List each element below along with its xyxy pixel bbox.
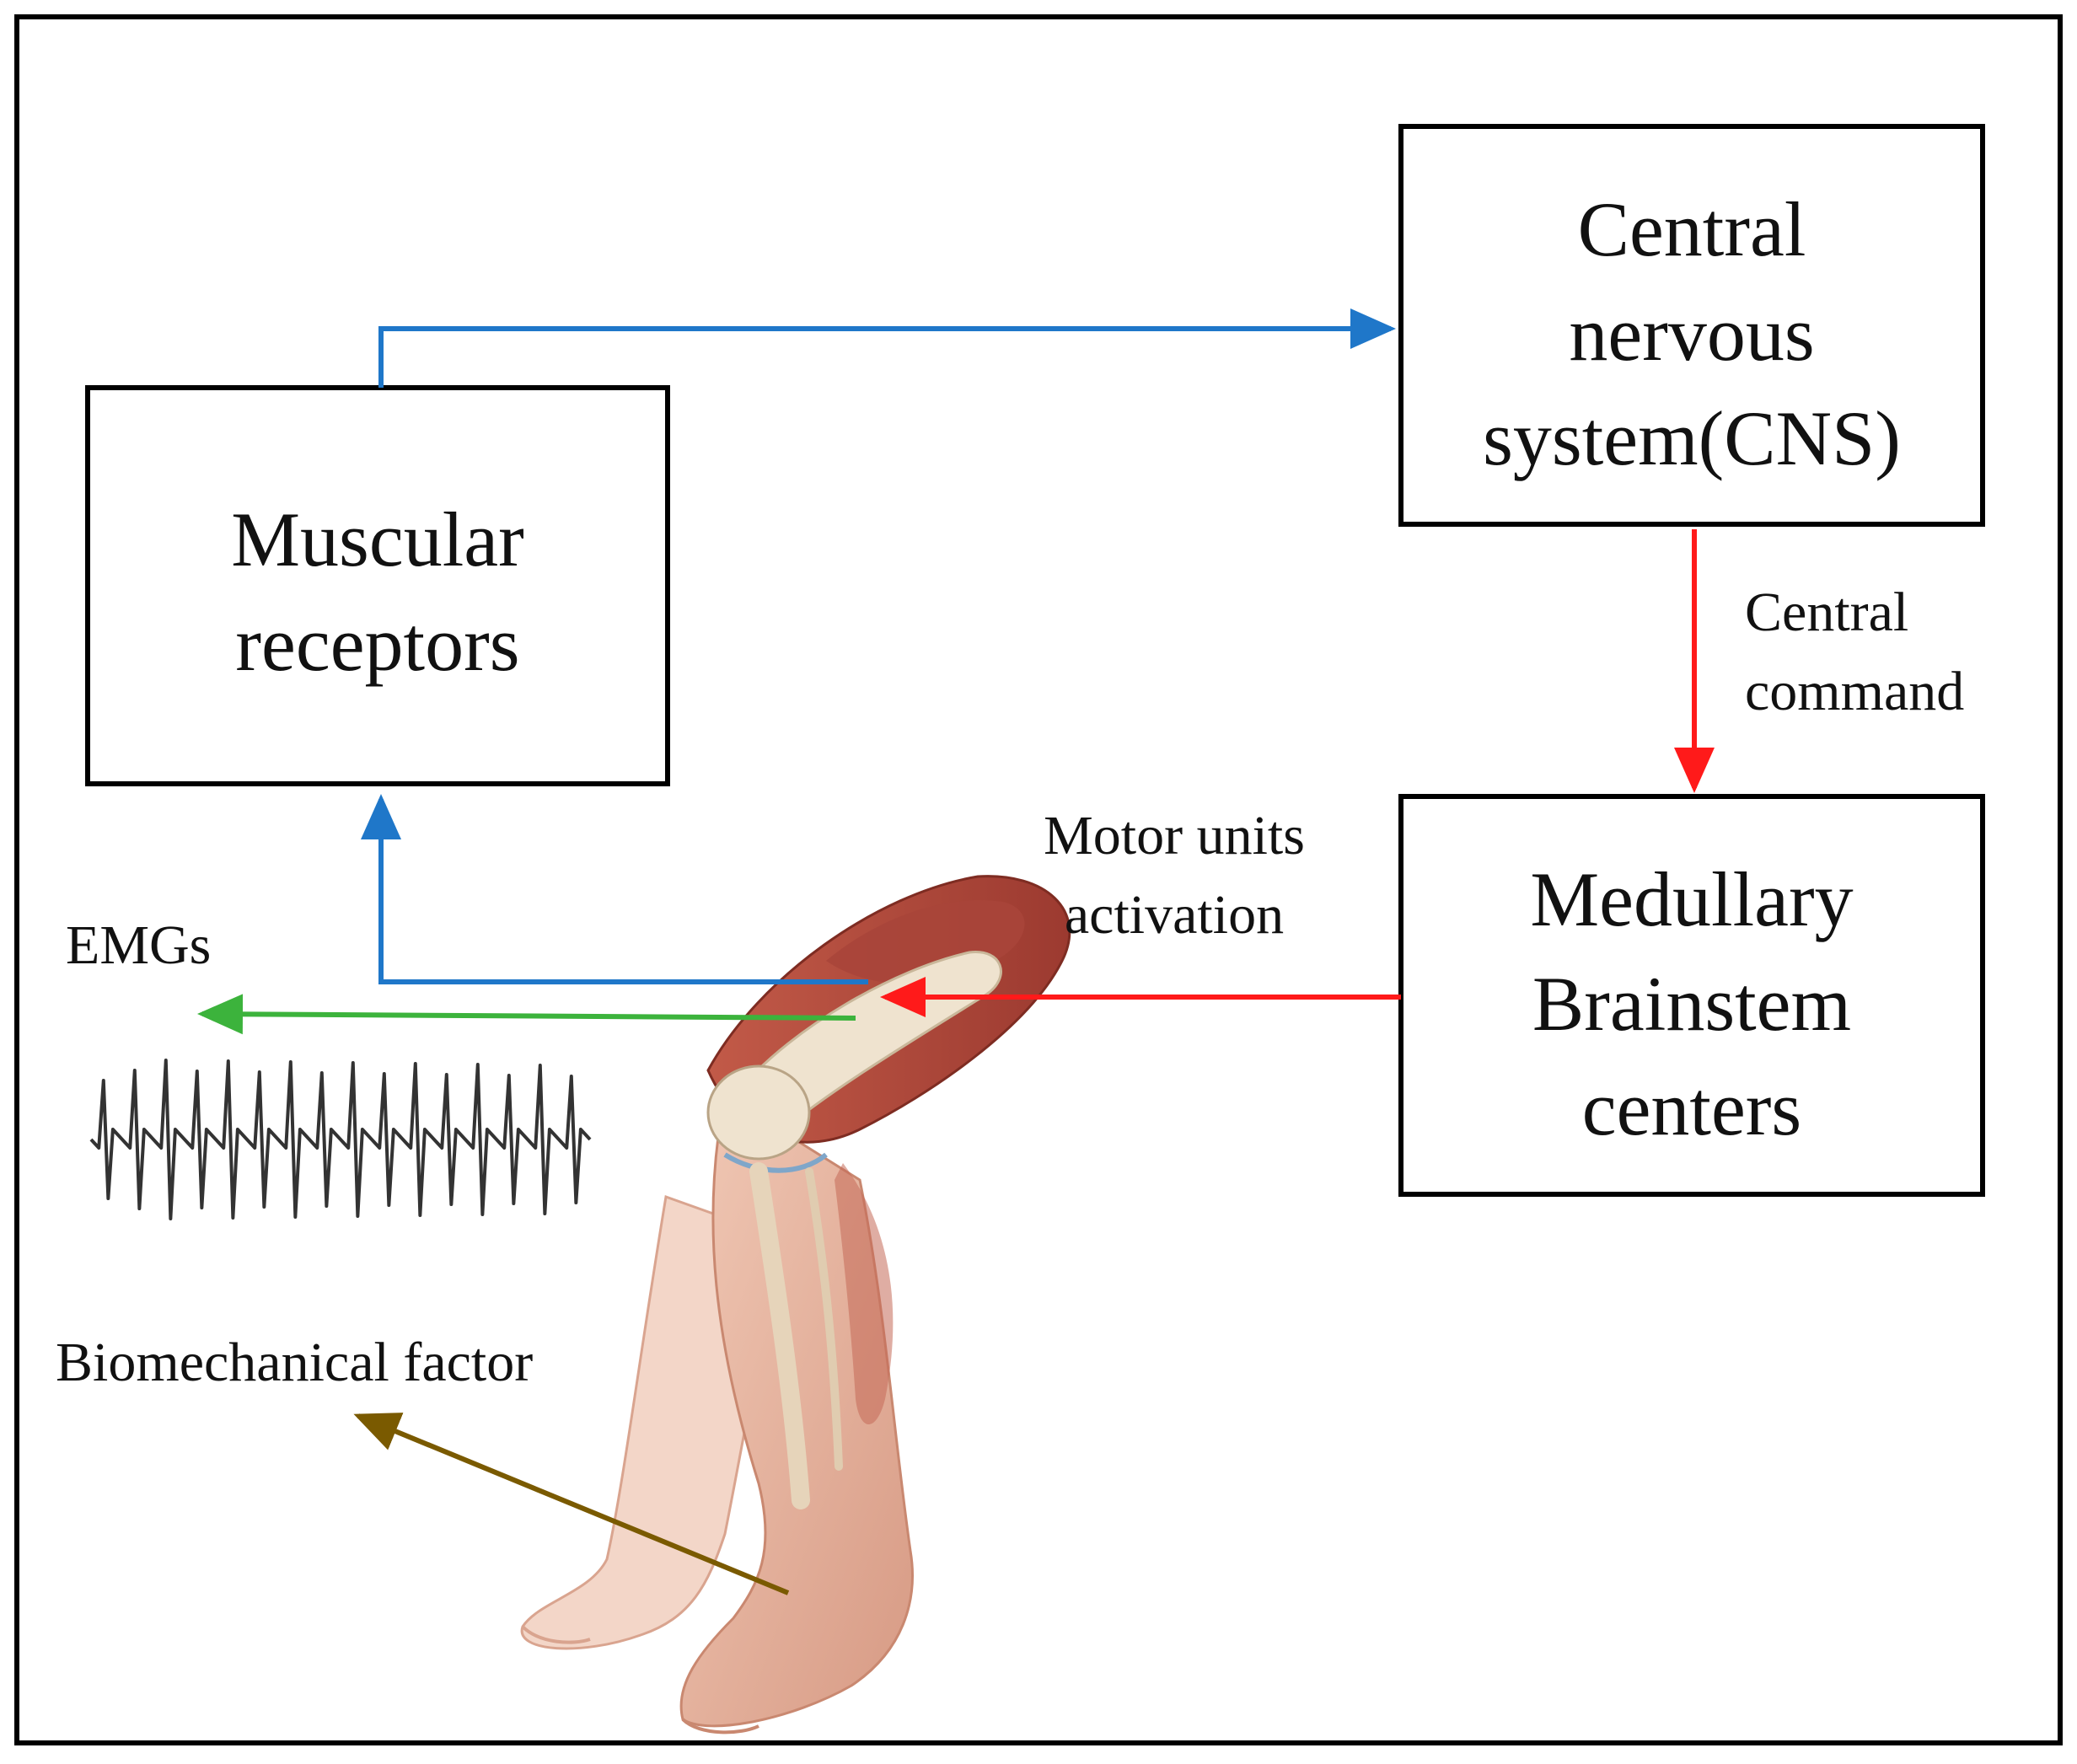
afferent-arrow-to-receptors <box>361 794 868 984</box>
biomechanical-factor-arrow <box>353 1413 790 1595</box>
muscular-receptors-box <box>85 385 670 786</box>
emgs-label: EMGs <box>66 914 212 976</box>
medullary-brainstem-label: Medullary Brainstem centers <box>1530 856 1854 1151</box>
central-command-label: Central command <box>1745 582 1965 722</box>
motor-units-activation-label: Motor units activation <box>1044 805 1305 946</box>
cns-box <box>1398 124 1985 527</box>
cns-label: Central nervous system(CNS) <box>1483 186 1901 481</box>
afferent-arrow-to-cns <box>378 308 1396 388</box>
leg-anatomy-illustration <box>520 875 1071 1735</box>
biomechanical-factor-label: Biomechanical factor <box>56 1332 534 1393</box>
emg-signal-path <box>89 1059 592 1220</box>
outer-frame <box>14 14 2063 1745</box>
medullary-box <box>1398 794 1985 1197</box>
emg-output-arrow <box>197 994 856 1035</box>
emg-signal-waveform <box>89 1059 592 1220</box>
muscular-receptors-label: Muscular receptors <box>231 496 524 687</box>
